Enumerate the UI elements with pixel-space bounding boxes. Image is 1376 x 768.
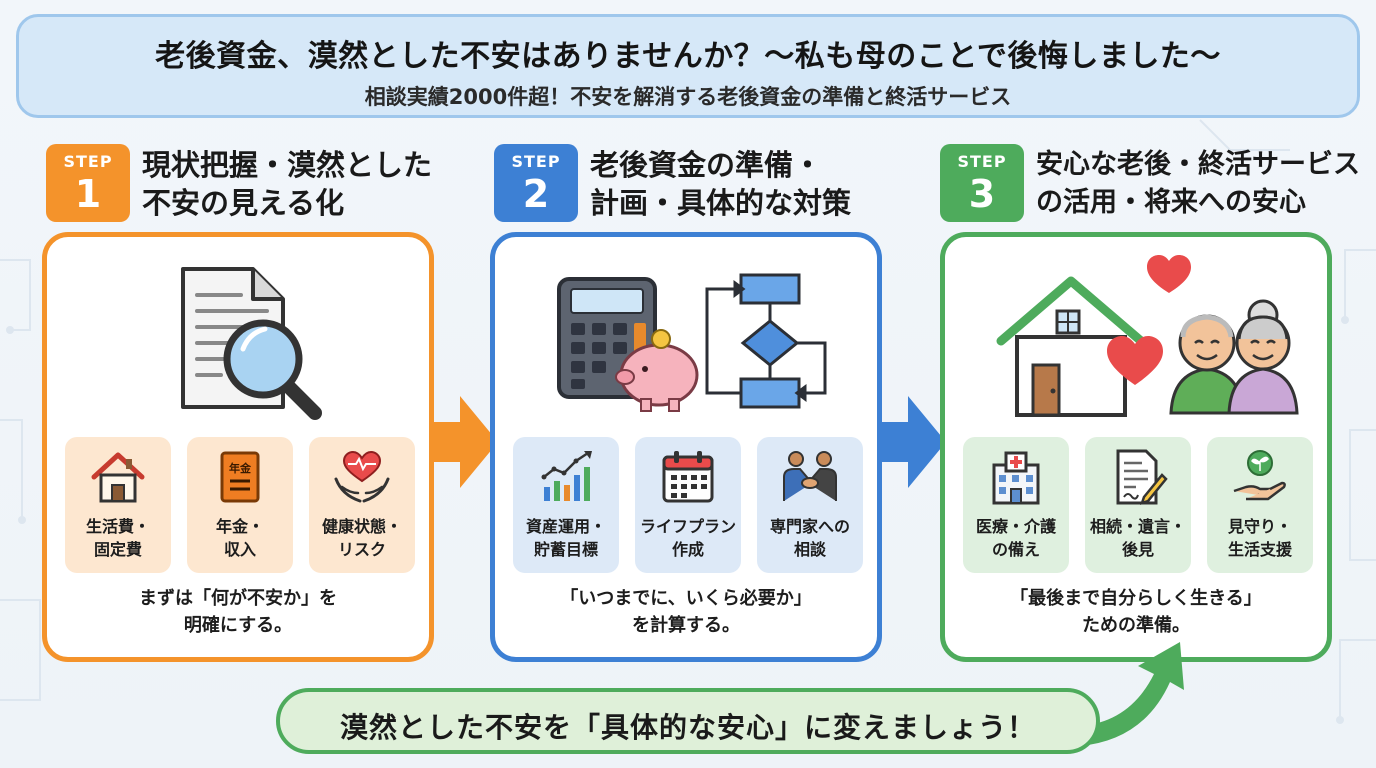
step-number: 1 (74, 172, 102, 216)
sub-item-label-line: 相談 (793, 540, 826, 559)
description-line: まずは「何が不安か」を (139, 588, 337, 609)
hospital-icon (992, 451, 1040, 505)
step-2-description: 「いつまでに、いくら必要か」 を計算する。 (495, 585, 877, 639)
sub-item-label-line: 作成 (671, 540, 704, 559)
sub-item-pension: 年金 年金・ 収入 (187, 437, 293, 573)
sub-item-label: 生活費・ 固定費 (65, 515, 171, 561)
step-title-line: 安心な老後・終活サービス (1036, 149, 1360, 180)
sub-item-label: 相続・遺言・ 後見 (1085, 515, 1191, 561)
sub-item-label-line: 固定費 (93, 540, 142, 559)
sub-item-inheritance: 相続・遺言・ 後見 (1085, 437, 1191, 573)
sub-item-life-plan: ライフプラン 作成 (635, 437, 741, 573)
description-line: を計算する。 (632, 615, 740, 636)
growth-chart-icon (541, 451, 592, 501)
sub-item-asset-management: 資産運用・ 貯蓄目標 (513, 437, 619, 573)
step-2-badge: STEP 2 (494, 144, 578, 222)
house-icon (91, 452, 145, 503)
step-title-line: 計画・具体的な対策 (590, 186, 852, 220)
step-title-line: 不安の見える化 (142, 186, 345, 220)
care-hand-plant-icon (1233, 450, 1286, 501)
step-title-line: 老後資金の準備・ (590, 148, 823, 182)
pension-book-text: 年金 (229, 461, 252, 475)
sub-item-health: 健康状態・ リスク (309, 437, 415, 573)
sub-item-label: 健康状態・ リスク (309, 515, 415, 561)
step-1-title: 現状把握・漠然とした 不安の見える化 (142, 146, 472, 222)
step-2-title: 老後資金の準備・ 計画・具体的な対策 (590, 146, 920, 222)
step-3-card: 医療・介護 の備え 相続・遺言・ 後見 (940, 232, 1332, 662)
sub-item-label-line: 資産運用・ (525, 517, 606, 536)
sub-item-label: 専門家への 相談 (757, 515, 863, 561)
description-line: 「いつまでに、いくら必要か」 (560, 588, 812, 609)
step-3-description: 「最後まで自分らしく生きる」 ための準備。 (945, 585, 1327, 639)
description-line: 明確にする。 (183, 615, 293, 636)
sub-item-label: 年金・ 収入 (187, 515, 293, 561)
step-number: 2 (522, 172, 550, 216)
description-line: ための準備。 (1082, 615, 1190, 636)
step-1-description: まずは「何が不安か」を 明確にする。 (47, 585, 429, 639)
curved-arrow-up-icon (1080, 642, 1184, 746)
sub-item-label-line: 生活支援 (1227, 540, 1292, 559)
sub-item-label-line: ライフプラン (639, 517, 736, 536)
step-1-card: 生活費・ 固定費 年金 年金・ 収入 健康 (42, 232, 434, 662)
banner-text: 漠然とした不安を「具体的な安心」に変えましょう！ (339, 711, 1036, 744)
sub-item-label: 見守り・ 生活支援 (1207, 515, 1313, 561)
step-title-line: 現状把握・漠然とした (142, 148, 433, 182)
house-elderly-couple-illustration (996, 255, 1299, 417)
calculator-flowchart-illustration (557, 273, 827, 412)
sub-item-label-line: 相続・遺言・ (1089, 517, 1186, 536)
step-3-title: 安心な老後・終活サービス の活用・将来への安心 (1036, 146, 1376, 222)
health-heart-hands-icon (334, 450, 390, 503)
handshake-icon (783, 451, 837, 501)
arrow-right-icon (878, 396, 946, 488)
document-pen-icon (1116, 449, 1168, 505)
sub-item-label-line: 見守り・ (1227, 517, 1292, 536)
step-number: 3 (968, 172, 996, 216)
sub-item-label-line: 健康状態・ (321, 517, 402, 536)
sub-item-label-line: 収入 (223, 540, 256, 559)
step-title-line: の活用・将来への安心 (1036, 187, 1306, 218)
sub-item-label-line: 医療・介護 (975, 517, 1056, 536)
description-line: 「最後まで自分らしく生きる」 (1010, 588, 1262, 609)
arrow-right-icon (430, 396, 498, 488)
sub-item-label-line: 後見 (1121, 540, 1154, 559)
step-label: STEP (511, 152, 561, 171)
page-subtitle: 相談実績2000件超！不安を解消する老後資金の準備と終活サービス (364, 85, 1012, 109)
step-label: STEP (63, 152, 113, 171)
sub-item-label-line: 専門家への (769, 517, 850, 536)
header-banner: 老後資金、漠然とした不安はありませんか？〜私も母のことで後悔しました〜 相談実績… (16, 14, 1360, 118)
sub-item-label-line: 年金・ (215, 517, 264, 536)
step-1-badge: STEP 1 (46, 144, 130, 222)
step-3-badge: STEP 3 (940, 144, 1024, 222)
sub-item-label-line: 生活費・ (85, 517, 150, 536)
sub-item-label-line: の備え (991, 540, 1040, 559)
page-title: 老後資金、漠然とした不安はありませんか？〜私も母のことで後悔しました〜 (155, 39, 1221, 74)
document-magnifier-illustration (181, 267, 322, 420)
sub-item-label: 資産運用・ 貯蓄目標 (513, 515, 619, 561)
pension-book-icon: 年金 (220, 451, 260, 503)
sub-item-label-line: 貯蓄目標 (533, 540, 598, 559)
sub-item-watch-support: 見守り・ 生活支援 (1207, 437, 1313, 573)
bottom-call-to-action-banner: 漠然とした不安を「具体的な安心」に変えましょう！ (276, 688, 1100, 754)
step-2-card: 資産運用・ 貯蓄目標 ライフプラン 作成 (490, 232, 882, 662)
sub-item-expert-consultation: 専門家への 相談 (757, 437, 863, 573)
sub-item-living-costs: 生活費・ 固定費 (65, 437, 171, 573)
calendar-icon (662, 451, 714, 503)
step-label: STEP (957, 152, 1007, 171)
sub-item-medical-care: 医療・介護 の備え (963, 437, 1069, 573)
sub-item-label: ライフプラン 作成 (635, 515, 741, 561)
sub-item-label: 医療・介護 の備え (963, 515, 1069, 561)
sub-item-label-line: リスク (337, 540, 386, 559)
